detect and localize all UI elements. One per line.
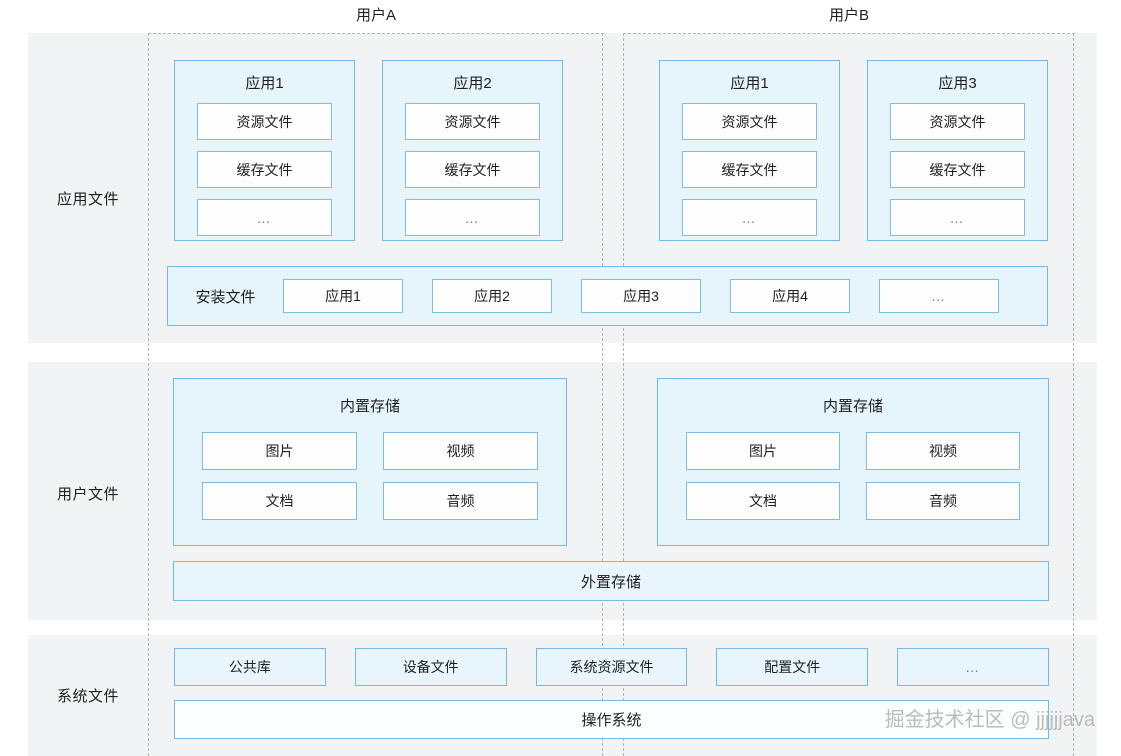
install-item-more[interactable]: …: [879, 279, 999, 313]
user-a-boundary-left: [148, 33, 149, 756]
row-label-user-files: 用户文件: [56, 486, 119, 503]
app-card-title: 应用1: [245, 75, 284, 92]
app-card-item-resource[interactable]: 资源文件: [890, 103, 1025, 140]
install-item-app4[interactable]: 应用4: [730, 279, 850, 313]
internal-storage-user-b: 内置存储 图片 视频 文档 音频: [657, 378, 1049, 546]
storage-cell-audio[interactable]: 音频: [383, 482, 538, 520]
storage-cell-images[interactable]: 图片: [686, 432, 840, 470]
user-b-boundary-left: [623, 33, 624, 756]
app-card-item-more[interactable]: …: [682, 199, 817, 236]
install-item-app1[interactable]: 应用1: [283, 279, 403, 313]
app-card[interactable]: 应用2 资源文件 缓存文件 …: [382, 60, 563, 241]
internal-storage-grid: 图片 视频 文档 音频: [658, 432, 1048, 520]
storage-cell-documents[interactable]: 文档: [686, 482, 840, 520]
storage-cell-videos[interactable]: 视频: [866, 432, 1020, 470]
system-item-device-files[interactable]: 设备文件: [354, 648, 507, 686]
app-card-item-resource[interactable]: 资源文件: [682, 103, 817, 140]
app-card-item-cache[interactable]: 缓存文件: [682, 151, 817, 188]
system-item-public-library[interactable]: 公共库: [174, 648, 326, 686]
user-b-title: 用户B: [828, 7, 869, 24]
user-a-title: 用户A: [355, 7, 396, 24]
install-files-label: 安装文件: [195, 288, 256, 306]
row-label-app-files: 应用文件: [56, 191, 119, 208]
storage-cell-images[interactable]: 图片: [202, 432, 357, 470]
internal-storage-title: 内置存储: [822, 398, 883, 415]
app-card[interactable]: 应用1 资源文件 缓存文件 …: [174, 60, 355, 241]
user-a-boundary-right: [602, 33, 603, 756]
app-card-item-resource[interactable]: 资源文件: [405, 103, 540, 140]
storage-cell-audio[interactable]: 音频: [866, 482, 1020, 520]
install-item-app2[interactable]: 应用2: [432, 279, 552, 313]
app-card-title: 应用2: [453, 75, 492, 92]
user-b-boundary-right: [1073, 33, 1074, 756]
app-card[interactable]: 应用1 资源文件 缓存文件 …: [659, 60, 840, 241]
system-item-more[interactable]: …: [897, 648, 1049, 686]
app-card-item-cache[interactable]: 缓存文件: [197, 151, 332, 188]
system-files-row: 公共库 设备文件 系统资源文件 配置文件 …: [174, 648, 1049, 686]
system-item-system-resource[interactable]: 系统资源文件: [535, 648, 688, 686]
internal-storage-user-a: 内置存储 图片 视频 文档 音频: [173, 378, 567, 546]
system-item-config-files[interactable]: 配置文件: [716, 648, 869, 686]
internal-storage-title: 内置存储: [339, 398, 400, 415]
user-a-boundary-top: [148, 33, 604, 34]
app-card-title: 应用3: [938, 75, 977, 92]
storage-cell-documents[interactable]: 文档: [202, 482, 357, 520]
app-card-item-resource[interactable]: 资源文件: [197, 103, 332, 140]
app-card-item-more[interactable]: …: [890, 199, 1025, 236]
external-storage-bar[interactable]: 外置存储: [173, 561, 1049, 601]
app-card-item-more[interactable]: …: [405, 199, 540, 236]
app-card-title: 应用1: [730, 75, 769, 92]
app-card-item-cache[interactable]: 缓存文件: [890, 151, 1025, 188]
app-card[interactable]: 应用3 资源文件 缓存文件 …: [867, 60, 1048, 241]
row-label-system-files: 系统文件: [56, 688, 119, 705]
app-card-item-cache[interactable]: 缓存文件: [405, 151, 540, 188]
operating-system-bar[interactable]: 操作系统: [174, 700, 1049, 739]
internal-storage-grid: 图片 视频 文档 音频: [174, 432, 566, 520]
user-b-boundary-top: [623, 33, 1075, 34]
storage-cell-videos[interactable]: 视频: [383, 432, 538, 470]
app-card-item-more[interactable]: …: [197, 199, 332, 236]
install-item-app3[interactable]: 应用3: [581, 279, 701, 313]
install-files-bar: 安装文件 应用1 应用2 应用3 应用4 …: [167, 266, 1048, 326]
